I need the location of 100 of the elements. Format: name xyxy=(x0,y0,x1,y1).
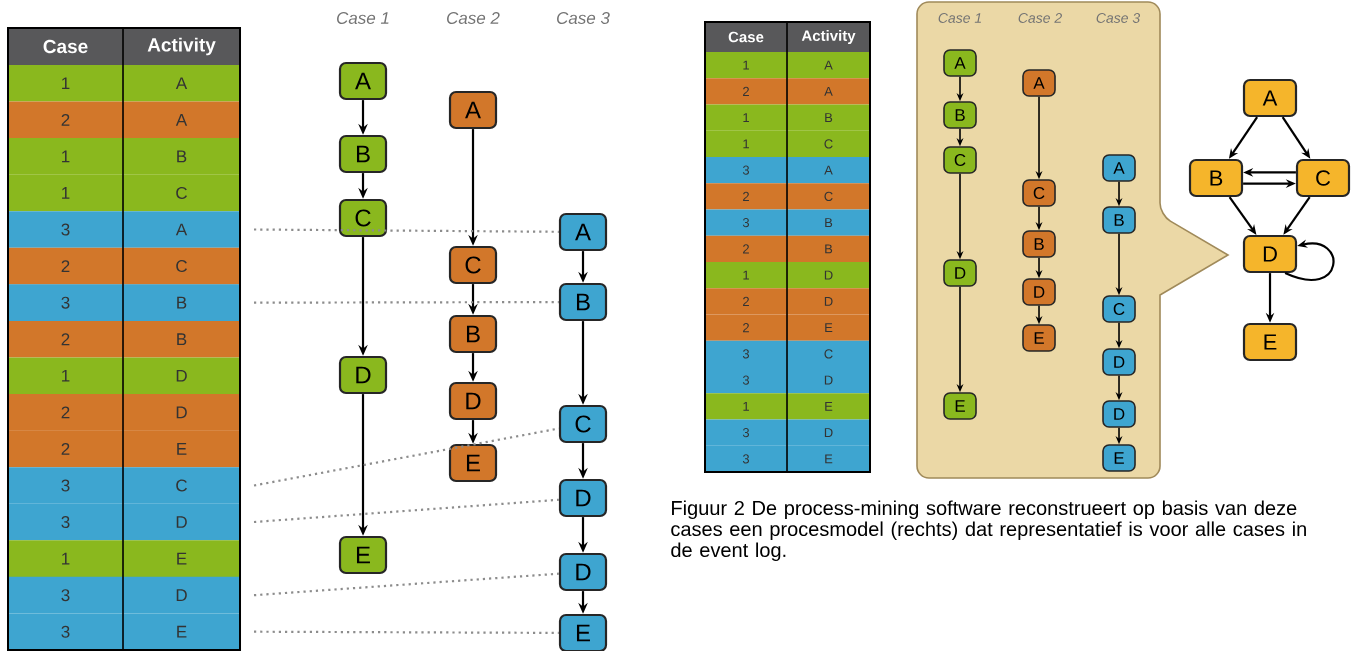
table-cell: E xyxy=(787,314,870,341)
table-cell: 2 xyxy=(705,235,787,263)
case-heading: Case 1 xyxy=(938,13,981,23)
table-cell: 1 xyxy=(8,174,123,212)
activity-box: E xyxy=(1242,322,1298,362)
leader-line xyxy=(253,498,559,524)
activity-box: C xyxy=(1102,295,1136,323)
activity-box: E xyxy=(1022,324,1056,352)
table-cell: B xyxy=(123,320,240,358)
table-cell: 2 xyxy=(8,247,123,285)
activity-box: A xyxy=(943,49,977,77)
table-cell: 1 xyxy=(705,130,787,158)
header-cell: Activity xyxy=(123,28,240,65)
table-cell: 2 xyxy=(705,288,787,315)
table-cell: A xyxy=(123,101,240,139)
activity-box: C xyxy=(448,245,498,285)
activity-box: D xyxy=(338,355,388,395)
header-cell: Case xyxy=(8,28,123,65)
table-cell: B xyxy=(787,209,870,236)
table-cell: D xyxy=(787,288,870,315)
activity-box: D xyxy=(943,259,977,287)
table-cell: E xyxy=(123,430,240,468)
activity-box: B xyxy=(558,282,608,322)
table-cell: C xyxy=(123,247,240,285)
table-cell: D xyxy=(123,357,240,395)
table-cell: E xyxy=(123,613,240,651)
activity-box: A xyxy=(338,61,388,101)
activity-box: E xyxy=(338,535,388,575)
case-heading: Case 3 xyxy=(1096,13,1141,23)
table-cell: B xyxy=(123,138,240,175)
table-cell: 3 xyxy=(8,613,123,651)
table-cell: 3 xyxy=(8,503,123,541)
table-cell: 2 xyxy=(8,430,123,468)
leader-line xyxy=(254,630,559,634)
table-cell: 3 xyxy=(705,419,787,446)
table-cell: 3 xyxy=(705,366,787,394)
table-cell: 3 xyxy=(8,467,123,504)
table-cell: 3 xyxy=(705,156,787,184)
activity-box: C xyxy=(558,404,608,444)
case-heading: Case 1 xyxy=(337,12,389,24)
table-cell: D xyxy=(787,419,870,446)
table-cell: 2 xyxy=(8,320,123,358)
activity-box: C xyxy=(1295,158,1351,198)
activity-box: B xyxy=(448,314,498,354)
table-cell: B xyxy=(123,284,240,321)
table-cell: 1 xyxy=(705,261,787,289)
table-cell: 1 xyxy=(8,357,123,395)
header-cell: Case xyxy=(705,22,787,52)
activity-box: D xyxy=(448,381,498,421)
table-cell: 3 xyxy=(705,340,787,368)
table-cell: 1 xyxy=(8,64,123,102)
activity-box: D xyxy=(1102,348,1136,376)
table-cell: 1 xyxy=(705,104,787,131)
table-cell: 2 xyxy=(705,183,787,210)
table-cell: A xyxy=(123,211,240,248)
activity-box: A xyxy=(1242,78,1298,118)
table-cell: 3 xyxy=(705,209,787,236)
table-cell: C xyxy=(123,467,240,504)
table-cell: C xyxy=(123,174,240,212)
activity-box: E xyxy=(1102,444,1136,472)
activity-box: E xyxy=(943,392,977,420)
table-cell: A xyxy=(123,64,240,102)
table-cell: E xyxy=(787,393,870,420)
activity-box: B xyxy=(943,101,977,129)
table-cell: C xyxy=(787,183,870,210)
activity-box: A xyxy=(1022,69,1056,97)
activity-box: D xyxy=(1102,400,1136,428)
activity-box: C xyxy=(338,198,388,238)
activity-box: C xyxy=(1022,179,1056,207)
activity-box: B xyxy=(338,134,388,174)
table-cell: A xyxy=(787,78,870,105)
table-cell: 2 xyxy=(8,394,123,431)
table-cell: E xyxy=(123,540,240,577)
table-cell: 3 xyxy=(8,576,123,614)
table-cell: 1 xyxy=(8,540,123,577)
table-cell: 2 xyxy=(8,101,123,139)
case-heading: Case 3 xyxy=(557,12,610,24)
leader-line xyxy=(253,572,559,597)
table-cell: 3 xyxy=(8,284,123,321)
table-cell: D xyxy=(123,394,240,431)
activity-box: E xyxy=(558,613,608,651)
activity-box: B xyxy=(1188,158,1244,198)
activity-box: D xyxy=(1022,278,1056,306)
activity-box: A xyxy=(558,212,608,252)
table-cell: D xyxy=(123,576,240,614)
table-cell: 2 xyxy=(705,314,787,341)
table-cell: 1 xyxy=(8,138,123,175)
activity-box: D xyxy=(558,552,608,592)
activity-box: D xyxy=(558,478,608,518)
leader-line xyxy=(254,228,559,233)
table-cell: 3 xyxy=(8,211,123,248)
activity-box: E xyxy=(448,443,498,483)
table-cell: 2 xyxy=(705,78,787,105)
leader-line xyxy=(254,300,559,304)
activity-box: A xyxy=(1102,154,1136,182)
activity-box: B xyxy=(1102,206,1136,234)
table-cell: 1 xyxy=(705,393,787,420)
activity-box: B xyxy=(1022,230,1056,258)
table-cell: B xyxy=(787,104,870,131)
table-cell: D xyxy=(123,503,240,541)
